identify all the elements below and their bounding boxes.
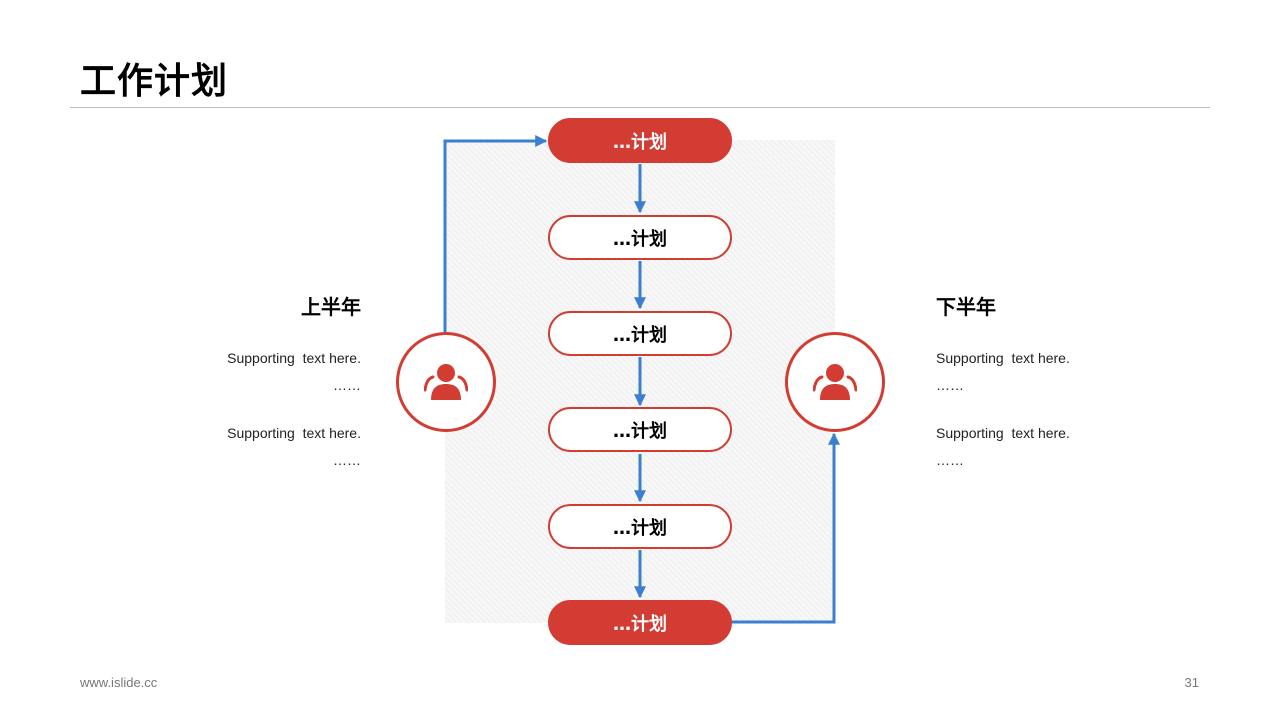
left-paragraph-2-text: Supporting text here.: [227, 425, 361, 441]
left-paragraph-1: Supporting text here. ……: [227, 349, 361, 394]
left-paragraph-2: Supporting text here. ……: [227, 424, 361, 469]
arrow-last-step-to-right: [732, 432, 840, 624]
right-heading: 下半年: [936, 295, 996, 319]
left-paragraph-1-text: Supporting text here.: [227, 350, 361, 366]
right-paragraph-2-ellipsis: ……: [936, 452, 964, 468]
step-pill-3: …计划: [548, 311, 732, 356]
page-number: 31: [1184, 675, 1199, 690]
right-paragraph-2-text: Supporting text here.: [936, 425, 1070, 441]
step-pill-5: …计划: [548, 504, 732, 549]
right-paragraph-1-ellipsis: ……: [936, 377, 964, 393]
step-pill-6: …计划: [548, 600, 732, 645]
title-divider: [70, 107, 1210, 108]
footer-site-link[interactable]: www.islide.cc: [80, 675, 158, 690]
step-pill-1: …计划: [548, 118, 732, 163]
step-pill-2: …计划: [548, 215, 732, 260]
page-title: 工作计划: [80, 61, 229, 102]
right-paragraph-2: Supporting text here. ……: [936, 424, 1070, 469]
right-paragraph-1: Supporting text here. ……: [936, 349, 1070, 394]
people-icon: [813, 364, 857, 400]
left-paragraph-2-ellipsis: ……: [333, 452, 361, 468]
step-pill-4: …计划: [548, 407, 732, 452]
left-paragraph-1-ellipsis: ……: [333, 377, 361, 393]
left-people-circle: [396, 332, 496, 432]
arrow-left-to-first-step: [443, 135, 548, 332]
right-people-circle: [785, 332, 885, 432]
right-paragraph-1-text: Supporting text here.: [936, 350, 1070, 366]
left-heading: 上半年: [301, 295, 361, 319]
people-icon: [424, 364, 468, 400]
